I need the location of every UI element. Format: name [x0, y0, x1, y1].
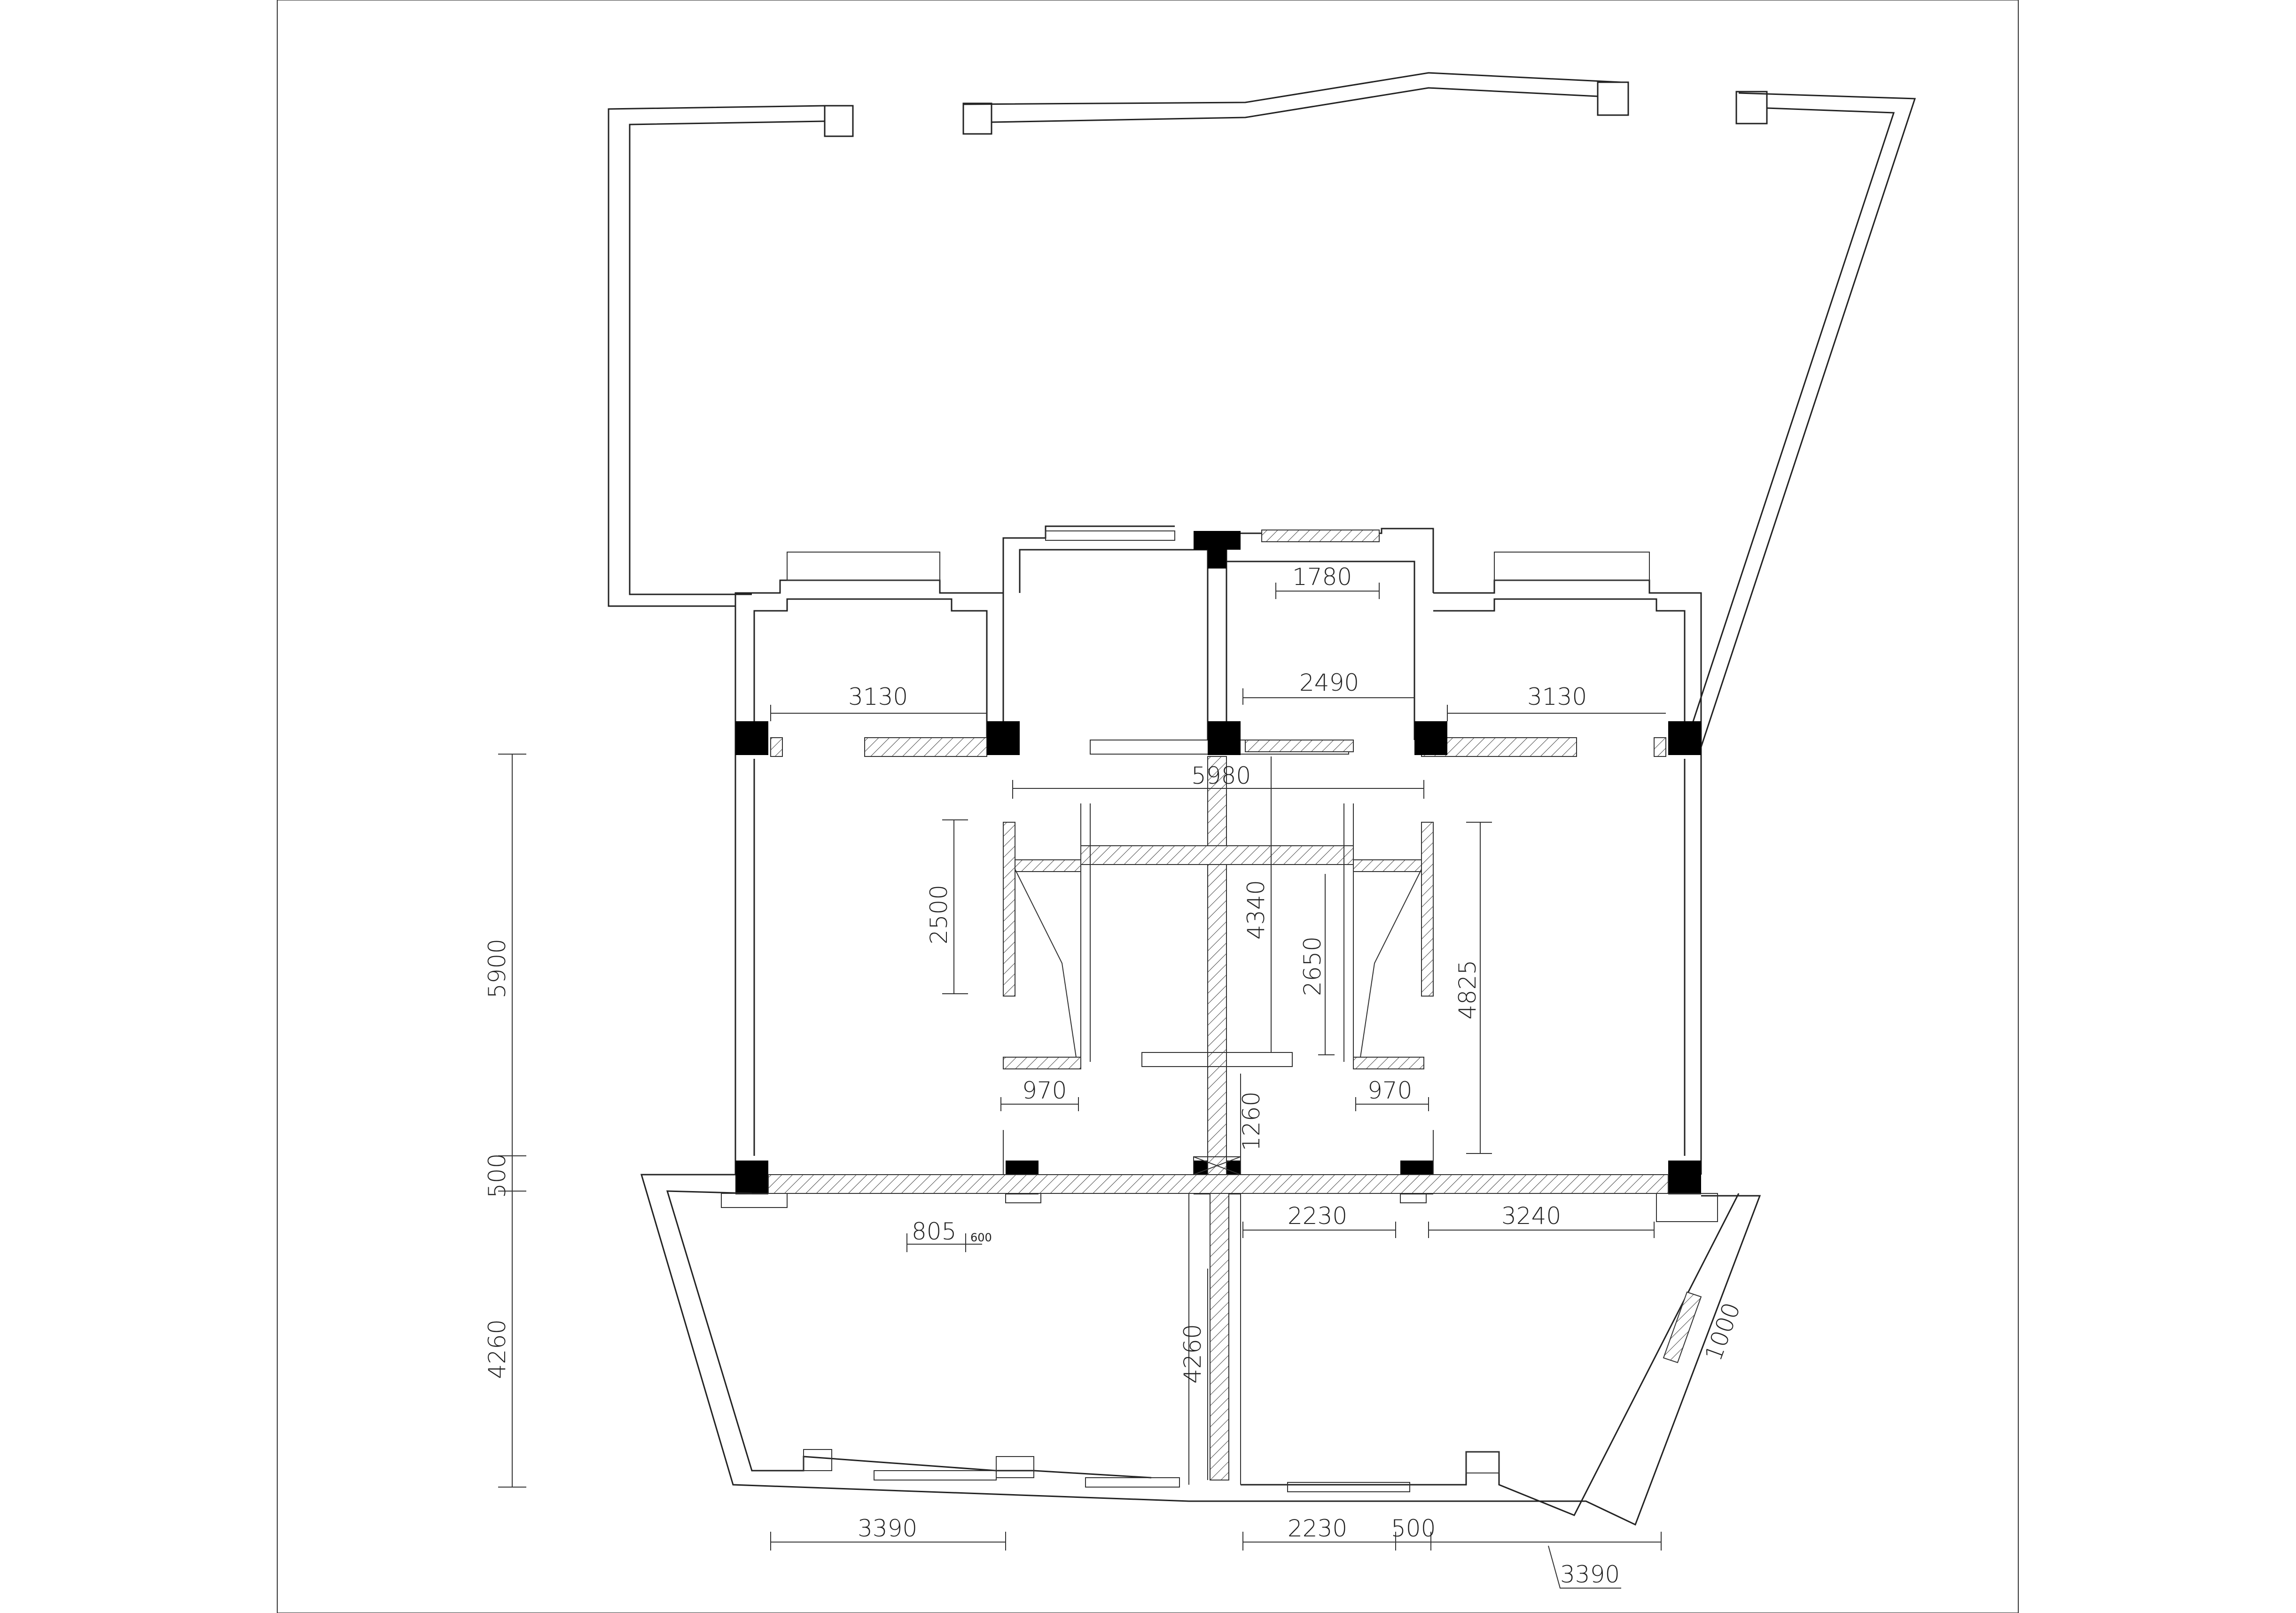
- dimension-lines: [498, 583, 1666, 1589]
- top-terrace-outline: [608, 72, 1916, 748]
- dim-2490: 2490: [1299, 669, 1359, 696]
- dim-upper-right-3130: 3130: [1527, 683, 1587, 710]
- central-partitions: [1003, 756, 1434, 1180]
- dim-bottom-2230: 2230: [1288, 1515, 1347, 1542]
- dim-left-970: 970: [1022, 1077, 1067, 1104]
- dim-600: 600: [970, 1231, 992, 1244]
- lower-room-walls: [640, 1174, 1761, 1526]
- drawing-frame: [277, 0, 2019, 1613]
- dim-outer-500: 500: [484, 1153, 511, 1198]
- dim-outer-4260: 4260: [484, 1319, 511, 1379]
- dim-upper-left-3130: 3130: [848, 683, 908, 710]
- upper-room-walls: [734, 525, 1702, 1175]
- lower-lintel-band: [768, 1156, 1669, 1194]
- dim-2500: 2500: [925, 885, 953, 944]
- dim-5980: 5980: [1191, 762, 1251, 789]
- dim-3240: 3240: [1501, 1202, 1561, 1230]
- dim-4825: 4825: [1454, 960, 1481, 1020]
- upper-lintel-band: [770, 737, 1666, 757]
- dim-1260: 1260: [1238, 1091, 1265, 1151]
- dim-right-970: 970: [1367, 1077, 1412, 1104]
- dim-5900: 5900: [484, 939, 511, 998]
- dim-1000: 1000: [1700, 1299, 1746, 1364]
- dimension-labels: 1780 3130 2490 3130 5980 2500 4340 2650 …: [484, 563, 1746, 1588]
- dim-bottom-3390-left: 3390: [858, 1515, 917, 1542]
- dim-bottom-500: 500: [1391, 1515, 1436, 1542]
- dim-1780: 1780: [1292, 563, 1352, 591]
- dim-4340: 4340: [1242, 880, 1270, 940]
- dim-bottom-3390-right: 3390: [1560, 1561, 1620, 1588]
- dim-lower-2230: 2230: [1288, 1202, 1347, 1230]
- dim-lower-center-4260: 4260: [1179, 1324, 1206, 1384]
- dim-2650: 2650: [1299, 936, 1326, 996]
- dim-805: 805: [912, 1218, 956, 1245]
